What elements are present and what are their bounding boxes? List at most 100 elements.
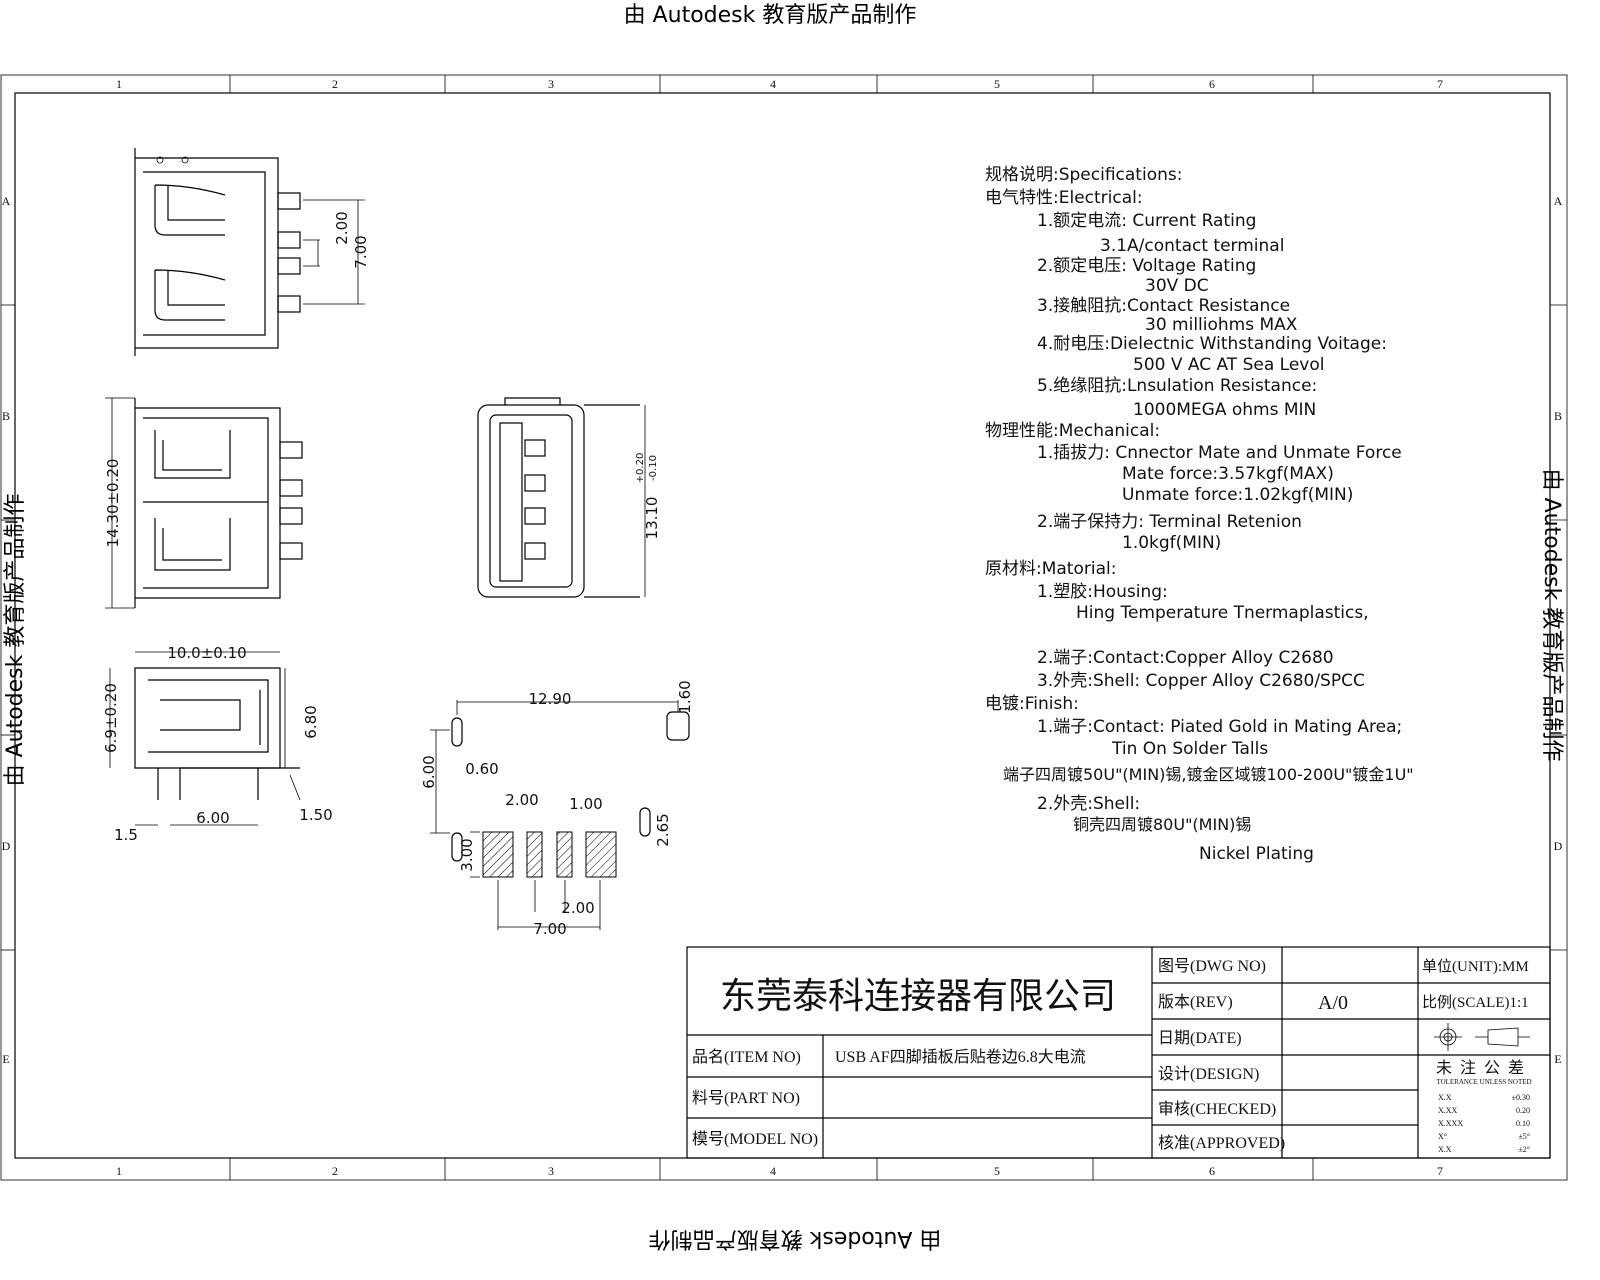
tolerance-key: X° (1438, 1132, 1447, 1141)
spec-line: 原材料:Matorial: (985, 559, 1116, 579)
title-block: 东莞泰科连接器有限公司 品名(ITEM NO) USB AF四脚插板后贴卷边6.… (686, 946, 1551, 1159)
unit-label: 单位(UNIT):MM (1422, 958, 1529, 975)
watermark-bottom: 由 Autodesk 教育版产品制作 (649, 1226, 942, 1251)
dim-label: 1.50 (299, 806, 332, 824)
approved-label: 核准(APPROVED) (1158, 1134, 1285, 1152)
tolerance-value: ±5° (1518, 1132, 1530, 1141)
part-label: 料号(PART NO) (692, 1089, 800, 1107)
dim-label: 7.00 (352, 235, 370, 268)
column-label: 2 (332, 77, 338, 91)
dwg-label: 图号(DWG NO) (1158, 957, 1266, 975)
dim-label: 2.00 (561, 899, 594, 917)
dim-label: 7.00 (533, 920, 566, 938)
spec-line: 3.外壳:Shell: Copper Alloy C2680/SPCC (1037, 671, 1365, 691)
pcb-footprint (430, 700, 690, 930)
dim-label: 12.90 (529, 690, 572, 708)
spec-line: 电镀:Finish: (985, 694, 1079, 714)
spec-line: 1.插拔力: Cnnector Mate and Unmate Force (1037, 443, 1402, 463)
column-label: 3 (548, 1164, 554, 1178)
row-label: E (2, 1052, 9, 1066)
column-label: 7 (1437, 1164, 1443, 1178)
spec-line: Hing Temperature Tnermaplastics, (1076, 603, 1369, 623)
rev-label: 版本(REV) (1158, 993, 1233, 1011)
spec-line: Unmate force:1.02kgf(MIN) (1122, 485, 1353, 505)
item-label: 品名(ITEM NO) (692, 1048, 801, 1066)
top-view (134, 148, 365, 356)
row-label: D (2, 839, 11, 853)
spec-line: 物理性能:Mechanical: (985, 421, 1160, 441)
date-label: 日期(DATE) (1158, 1029, 1242, 1047)
scale-label: 比例(SCALE)1:1 (1422, 994, 1529, 1011)
spec-line: 2.额定电压: Voltage Rating (1037, 256, 1256, 276)
spec-line: 1000MEGA ohms MIN (1133, 400, 1316, 420)
specifications: 规格说明:Specifications: 电气特性:Electrical: 1.… (985, 165, 1414, 864)
spec-line: 规格说明:Specifications: (985, 165, 1182, 185)
dim-label: 10.0±0.10 (167, 644, 246, 662)
tolerance-title: 未注公差 (1436, 1059, 1532, 1077)
spec-line: 端子四周镀50U"(MIN)锡,镀金区域镀100-200U"镀金1U" (1003, 765, 1414, 784)
company-name: 东莞泰科连接器有限公司 (720, 976, 1116, 1016)
tolerance-key: X.XX (1438, 1106, 1458, 1115)
rev-value: A/0 (1318, 992, 1348, 1014)
watermark-top: 由 Autodesk 教育版产品制作 (624, 3, 917, 28)
watermark-right: 由 Autodesk 教育版产品制作 (1539, 469, 1564, 762)
column-label: 4 (770, 1164, 776, 1178)
column-label: 6 (1209, 1164, 1215, 1178)
dim-label: 6.00 (420, 755, 438, 788)
spec-line: Mate force:3.57kgf(MAX) (1122, 464, 1334, 484)
spec-line: 1.0kgf(MIN) (1122, 533, 1221, 553)
tolerance-value: 0.20 (1516, 1106, 1530, 1115)
tolerance-key: X.XXX (1438, 1119, 1463, 1128)
spec-line: 30 milliohms MAX (1145, 315, 1298, 335)
dim-label: -0.10 (648, 455, 659, 481)
row-label: E (1554, 1052, 1561, 1066)
spec-line: 5.绝缘阻抗:Lnsulation Resistance: (1037, 376, 1317, 396)
projection-symbol-icon (1434, 1023, 1530, 1051)
dim-label: 3.00 (458, 838, 476, 871)
spec-line: 1.塑胶:Housing: (1037, 582, 1168, 602)
dim-label: 13.10 (643, 497, 661, 540)
dim-label: 1.5 (114, 826, 138, 844)
column-label: 7 (1437, 77, 1443, 91)
tolerance-key: X.X (1438, 1093, 1452, 1102)
tolerance-value: ±0.30 (1512, 1093, 1530, 1102)
end-view (477, 397, 646, 598)
side-view (109, 651, 301, 826)
tolerance-subtitle: TOLERANCE UNLESS NOTED (1436, 1078, 1531, 1086)
spec-line: 1.额定电流: Current Rating (1037, 211, 1256, 231)
dim-label: +0.20 (635, 453, 646, 484)
row-label: A (2, 194, 11, 208)
design-label: 设计(DESIGN) (1158, 1065, 1259, 1083)
row-label: B (1554, 409, 1562, 423)
row-label: A (1554, 194, 1563, 208)
dim-label: 0.60 (465, 760, 498, 778)
spec-line: 2.端子:Contact:Copper Alloy C2680 (1037, 648, 1334, 668)
spec-line: 铜壳四周镀80U"(MIN)锡 (1073, 815, 1251, 834)
dim-label: 6.9±0.20 (102, 683, 120, 753)
spec-line: 2.端子保持力: Terminal Retenion (1037, 512, 1302, 532)
dim-label: 1.60 (676, 680, 694, 713)
spec-line: 3.接触阻抗:Contact Resistance (1037, 296, 1290, 316)
dim-label: 6.00 (196, 809, 229, 827)
column-label: 1 (116, 1164, 122, 1178)
spec-line: 电气特性:Electrical: (985, 188, 1143, 208)
row-label: B (2, 409, 10, 423)
spec-line: 500 V AC AT Sea Levol (1133, 355, 1324, 375)
column-label: 4 (770, 77, 776, 91)
checked-label: 审核(CHECKED) (1158, 1100, 1276, 1118)
front-view (105, 397, 303, 609)
spec-line: 30V DC (1145, 276, 1209, 296)
dim-label: 14.30±0.20 (104, 459, 122, 548)
dim-label: 2.00 (333, 211, 351, 244)
row-label: D (1554, 839, 1563, 853)
column-label: 1 (116, 77, 122, 91)
column-label: 6 (1209, 77, 1215, 91)
model-label: 模号(MODEL NO) (692, 1130, 818, 1148)
column-label: 5 (994, 77, 1000, 91)
column-label: 5 (994, 1164, 1000, 1178)
item-value: USB AF四脚插板后贴卷边6.8大电流 (835, 1048, 1086, 1066)
spec-line: 1.端子:Contact: Piated Gold in Mating Area… (1037, 717, 1402, 737)
tolerance-value: ±2° (1518, 1145, 1530, 1154)
spec-line: 2.外壳:Shell: (1037, 794, 1140, 814)
